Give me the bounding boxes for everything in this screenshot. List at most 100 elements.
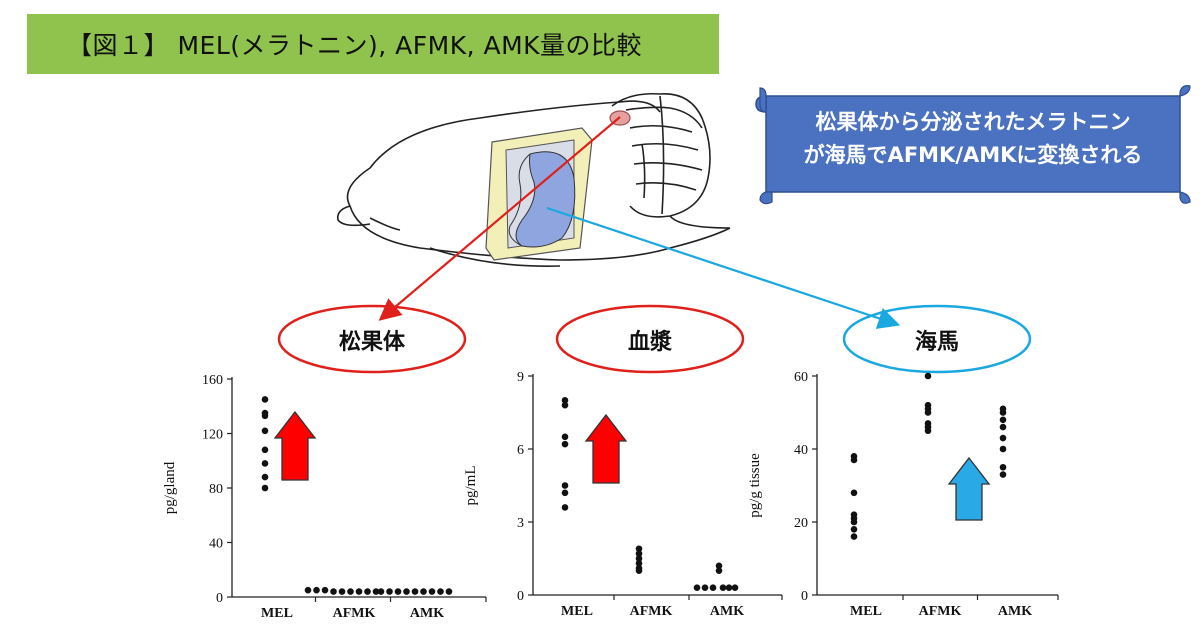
data-point-afmk (347, 588, 354, 595)
data-point-mel (261, 446, 269, 454)
x-tick-label-amk: AMK (998, 604, 1032, 619)
y-tick-label: 80 (209, 482, 223, 497)
data-point-amk (999, 416, 1007, 424)
data-point-amk (719, 584, 727, 591)
data-point-amk (731, 584, 739, 591)
data-point-mel (561, 397, 569, 404)
data-point-amk (701, 584, 709, 591)
trend-up-arrow (584, 413, 628, 484)
data-point-amk (420, 588, 427, 595)
data-point-afmk (304, 586, 312, 594)
oval-label-hippocampus: 海馬 (914, 330, 959, 355)
data-point-afmk (635, 545, 643, 553)
x-tick-label-mel: MEL (261, 606, 293, 621)
data-point-afmk (355, 588, 363, 595)
data-point-mel (561, 440, 569, 448)
oval-label-plasma: 血漿 (627, 330, 672, 355)
data-point-afmk (924, 372, 932, 380)
brain-outline (336, 92, 731, 267)
data-point-afmk (635, 555, 643, 562)
y-tick-label: 20 (794, 516, 808, 531)
data-point-amk (394, 588, 402, 595)
data-point-amk (999, 423, 1007, 431)
data-point-amk (445, 588, 453, 595)
data-point-mel (561, 433, 569, 441)
scroll-banner: 松果体から分泌されたメラトニン が海馬でAFMK/AMKに変換される (752, 82, 1194, 210)
data-point-afmk (635, 567, 643, 574)
title-bar: 【図１】 MEL(メラトニン), AFMK, AMK量の比較 (27, 14, 719, 74)
data-point-amk (715, 562, 723, 570)
data-point-amk (709, 584, 717, 591)
x-tick-label-amk: AMK (710, 604, 744, 619)
data-point-mel (850, 489, 858, 497)
data-point-mel (561, 504, 569, 511)
data-point-amk (999, 409, 1007, 416)
data-point-afmk (635, 560, 643, 567)
banner-line-2: が海馬でAFMK/AMKに変換される (803, 143, 1143, 167)
data-point-mel (261, 460, 269, 467)
data-point-amk (428, 588, 436, 595)
y-tick-label: 9 (517, 370, 524, 385)
y-tick-label: 6 (517, 443, 524, 458)
data-point-mel (561, 489, 569, 497)
data-point-mel (261, 412, 269, 420)
data-point-afmk (635, 550, 643, 557)
scroll-banner-shape (755, 85, 1191, 205)
data-point-amk (725, 584, 733, 591)
data-point-amk (386, 588, 393, 595)
trend-up-arrow (947, 456, 991, 521)
y-axis-label: pg/mL (463, 466, 479, 506)
arrow-pineal-to-oval (378, 116, 621, 321)
data-point-afmk (330, 588, 337, 595)
y-tick-label: 160 (202, 373, 223, 388)
data-point-mel (261, 473, 269, 481)
data-point-amk (999, 463, 1007, 471)
data-point-mel (261, 427, 269, 435)
y-tick-label: 0 (801, 589, 808, 604)
data-point-afmk (364, 588, 371, 595)
y-tick-label: 60 (794, 370, 808, 385)
y-tick-label: 40 (209, 537, 223, 552)
data-point-mel (850, 456, 858, 464)
brain-illustration (336, 92, 731, 267)
data-point-mel (850, 526, 858, 533)
oval-label-pineal: 松果体 (338, 330, 405, 355)
y-tick-label: 40 (794, 443, 808, 458)
x-tick-label-mel: MEL (850, 604, 882, 619)
y-axis-label: pg/g tissue (747, 453, 763, 518)
data-point-afmk (338, 588, 346, 595)
data-point-amk (999, 445, 1007, 453)
data-point-amk (377, 588, 385, 595)
x-tick-label-mel: MEL (561, 604, 593, 619)
y-axis-label: pg/gland (162, 461, 178, 514)
oval-pineal (277, 304, 467, 374)
banner-line-1: 松果体から分泌されたメラトニン (815, 110, 1131, 134)
data-point-amk (437, 588, 444, 595)
y-tick-label: 0 (216, 591, 223, 606)
data-point-mel (850, 533, 858, 540)
y-tick-label: 120 (202, 428, 223, 443)
data-point-afmk (321, 586, 329, 594)
data-point-afmk (924, 409, 932, 416)
data-point-afmk (372, 588, 380, 595)
trend-up-arrow (273, 410, 317, 481)
data-point-amk (403, 588, 410, 595)
data-point-amk (999, 434, 1007, 442)
x-tick-label-afmk: AFMK (630, 604, 673, 619)
x-tick-label-afmk: AFMK (333, 606, 376, 621)
data-point-mel (261, 396, 269, 403)
data-point-amk (999, 471, 1007, 478)
page-title: 【図１】 MEL(メラトニン), AFMK, AMK量の比較 (67, 31, 643, 60)
data-point-amk (411, 588, 419, 595)
data-point-afmk (924, 427, 932, 435)
data-point-afmk (313, 586, 320, 594)
data-point-amk (715, 567, 723, 574)
data-point-mel (561, 401, 569, 409)
data-point-amk (693, 584, 701, 591)
hippocampus (515, 151, 576, 248)
data-point-mel (261, 484, 269, 492)
